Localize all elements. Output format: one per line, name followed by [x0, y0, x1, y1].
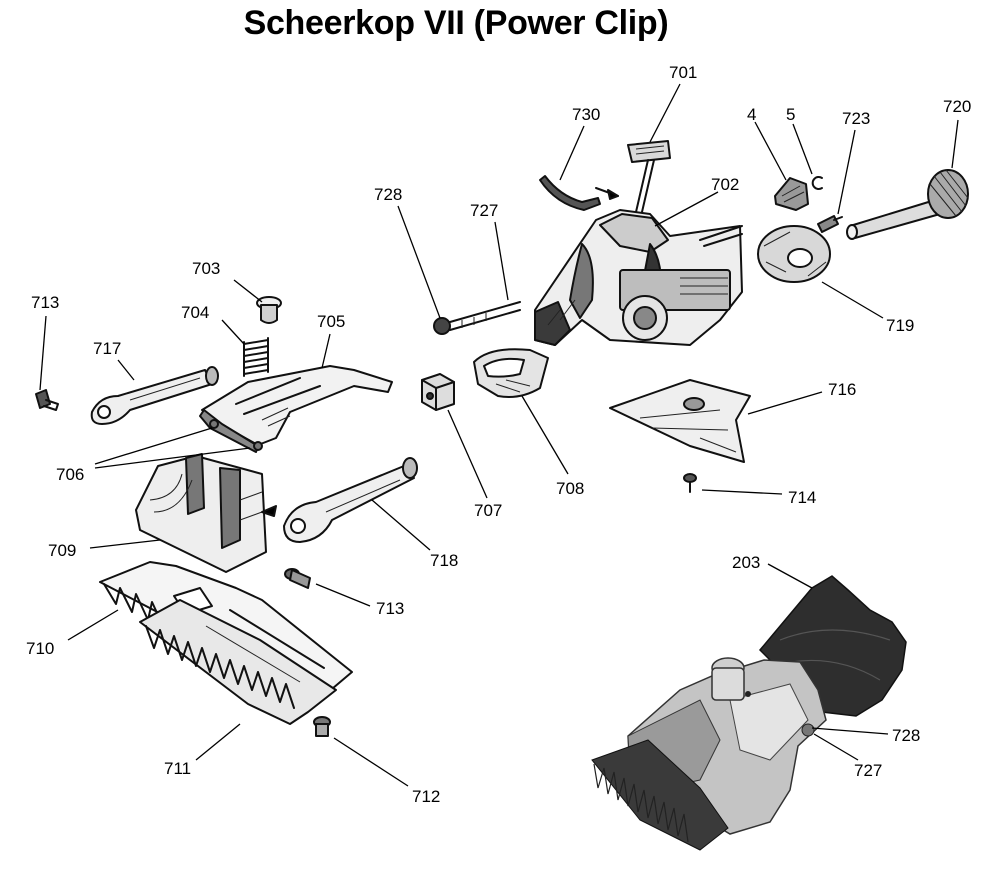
label-719: 719 — [886, 316, 914, 335]
part-5-clip — [811, 176, 823, 190]
label-707: 707 — [474, 501, 502, 520]
label-713-left: 713 — [31, 293, 59, 312]
label-708: 708 — [556, 479, 584, 498]
label-717: 717 — [93, 339, 121, 358]
label-703: 703 — [192, 259, 220, 278]
label-714: 714 — [788, 488, 816, 507]
label-728-photo: 728 — [892, 726, 920, 745]
label-706: 706 — [56, 465, 84, 484]
label-5: 5 — [786, 105, 795, 124]
diagram-title: Scheerkop VII (Power Clip) — [243, 4, 669, 42]
part-720-drive-shaft — [846, 169, 969, 240]
part-701-lever — [627, 140, 671, 213]
part-728-screw — [433, 301, 521, 335]
part-711-comb — [139, 599, 337, 725]
label-709: 709 — [48, 541, 76, 560]
part-709-clamp-block — [135, 453, 277, 573]
label-713-mid: 713 — [376, 599, 404, 618]
part-716-base-plate — [609, 379, 751, 463]
label-727-photo: 727 — [854, 761, 882, 780]
label-702: 702 — [711, 175, 739, 194]
label-203: 203 — [732, 553, 760, 572]
label-701: 701 — [669, 63, 697, 82]
part-719-eccentric — [757, 225, 831, 283]
part-714-screw — [683, 473, 697, 493]
label-711: 711 — [164, 759, 191, 778]
part-723-screw — [817, 215, 843, 233]
part-707-block — [421, 373, 455, 411]
label-720: 720 — [943, 97, 971, 116]
part-730-spring-clip — [539, 175, 619, 211]
leader-lines — [39, 83, 959, 787]
part-703-cap — [256, 296, 282, 324]
part-705-cover-plate — [199, 365, 393, 453]
part-4-bracket — [774, 177, 809, 211]
label-718: 718 — [430, 551, 458, 570]
label-723: 723 — [842, 109, 870, 128]
label-710: 710 — [26, 639, 54, 658]
part-718-link-arm — [283, 457, 418, 543]
part-708-cam-cup — [473, 348, 549, 398]
label-704: 704 — [181, 303, 209, 322]
label-4: 4 — [747, 105, 756, 124]
part-704-spring — [243, 337, 269, 377]
part-712-screw — [313, 716, 331, 737]
label-730: 730 — [572, 105, 600, 124]
label-705: 705 — [317, 312, 345, 331]
part-717-link-arm — [90, 366, 219, 425]
part-713-bolt-mid — [284, 568, 311, 589]
label-728-top: 728 — [374, 185, 402, 204]
part-713-bolt-left — [35, 389, 59, 411]
label-712: 712 — [412, 787, 440, 806]
part-702-main-frame — [534, 209, 743, 346]
label-727-top: 727 — [470, 201, 498, 220]
callout-labels: 701 730 4 5 723 720 728 727 702 703 704 … — [26, 63, 971, 806]
assembled-clipper-illustration — [591, 575, 907, 851]
label-716: 716 — [828, 380, 856, 399]
